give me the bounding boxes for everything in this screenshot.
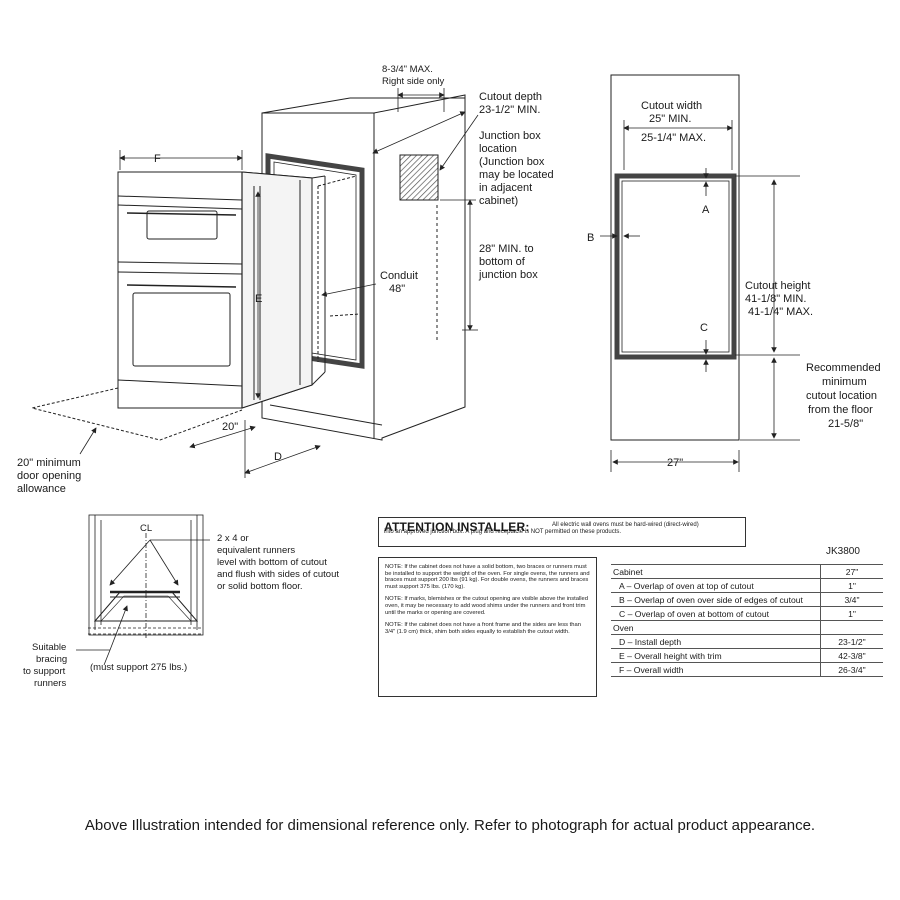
- model-number: JK3800: [826, 546, 860, 557]
- bracing-line-4: runners: [34, 678, 66, 689]
- recommended-line-3: cutout location: [806, 390, 877, 402]
- spec-value: 26-3/4": [820, 662, 883, 677]
- spec-value: 1": [820, 578, 883, 593]
- min-28-line-2: bottom of: [479, 256, 526, 268]
- junction-box-line-3: (Junction box: [479, 156, 545, 168]
- recommended-line-4: from the floor: [808, 404, 873, 416]
- oven-cabinet-illustration: [31, 88, 479, 478]
- runners-line-4: and flush with sides of cutout: [217, 569, 339, 580]
- attention-installer-box: ATTENTION INSTALLER: All electric wall o…: [378, 517, 746, 547]
- cutout-depth-line-1: Cutout depth: [479, 91, 542, 103]
- spec-label: C – Overlap of oven at bottom of cutout: [611, 606, 821, 621]
- spec-value: 3/4": [820, 592, 883, 607]
- recommended-line-2: minimum: [822, 376, 867, 388]
- spec-label: F – Overall width: [611, 662, 821, 677]
- note-marks-blemishes: NOTE: If marks, blemishes or the cutout …: [385, 596, 588, 616]
- spec-row: Oven: [611, 620, 883, 635]
- spec-value: 42-3/8": [820, 648, 883, 663]
- note-solid-bottom: NOTE: If the cabinet does not have a sol…: [385, 564, 590, 590]
- spec-label: D – Install depth: [611, 634, 821, 649]
- cutout-width-line-3: 25-1/4" MAX.: [641, 132, 706, 144]
- cutout-frame: [614, 173, 737, 360]
- junction-box: [399, 154, 439, 201]
- bracing-line-1: Suitable: [32, 642, 66, 653]
- spec-label: Cabinet: [611, 564, 821, 579]
- overlap-a-label: A: [702, 204, 710, 216]
- recommended-line-5: 21-5/8": [828, 418, 863, 430]
- cabinet-width-label: 27": [667, 457, 683, 469]
- runners-line-3: level with bottom of cutout: [217, 557, 327, 568]
- runners-line-1: 2 x 4 or: [217, 533, 249, 544]
- runners-line-5: or solid bottom floor.: [217, 581, 303, 592]
- right-side-line-2: Right side only: [382, 76, 445, 87]
- spec-label: B – Overlap of oven over side of edges o…: [611, 592, 821, 607]
- oven-diagram-labels: F E D 20" 20" minimum door opening allow…: [17, 64, 554, 495]
- cutout-depth-line-2: 23-1/2" MIN.: [479, 104, 540, 116]
- centerline-label: CL: [140, 523, 152, 534]
- spec-value: 27": [820, 564, 883, 579]
- recommended-line-1: Recommended: [806, 362, 881, 374]
- note-front-frame: NOTE: If the cabinet does not have a fro…: [385, 622, 581, 635]
- cutout-labels: Cutout width 25" MIN. 25-1/4" MAX. A B C…: [587, 100, 881, 469]
- overlap-b-label: B: [587, 232, 594, 244]
- min-28-line-1: 28" MIN. to: [479, 243, 534, 255]
- door-allowance-line-2: door opening: [17, 470, 81, 482]
- oven-body: [117, 171, 326, 409]
- junction-box-line-4: may be located: [479, 169, 554, 181]
- door-allowance-line-1: 20" minimum: [17, 457, 81, 469]
- spec-label: E – Overall height with trim: [611, 648, 821, 663]
- installation-notes: NOTE: If the cabinet does not have a sol…: [378, 557, 597, 697]
- attention-text-2: into an approved junction box. A plug an…: [384, 529, 622, 535]
- support-weight-label: (must support 275 lbs.): [90, 662, 187, 673]
- attention-text: All electric wall ovens must be hard-wir…: [384, 522, 742, 536]
- spec-row: B – Overlap of oven over side of edges o…: [611, 592, 883, 607]
- min-28-line-3: junction box: [478, 269, 538, 281]
- spec-value: 1": [820, 606, 883, 621]
- spec-label: A – Overlap of oven at top of cutout: [611, 578, 821, 593]
- dim-d-label: D: [274, 451, 282, 463]
- attention-title: ATTENTION INSTALLER:: [384, 520, 530, 534]
- junction-box-line-5: in adjacent: [479, 182, 532, 194]
- cutout-height-line-3: 41-1/4" MAX.: [748, 306, 813, 318]
- conduit-line-2: 48": [389, 283, 405, 295]
- cutout-width-line-1: Cutout width: [641, 100, 702, 112]
- cutout-height-line-2: 41-1/8" MIN.: [745, 293, 806, 305]
- junction-box-line-1: Junction box: [479, 130, 541, 142]
- spec-value: 23-1/2": [820, 634, 883, 649]
- dim-e-label: E: [255, 293, 262, 305]
- runner-labels: CL 2 x 4 or equivalent runners level wit…: [23, 523, 339, 689]
- cutout-front-view: [600, 74, 800, 472]
- door-allowance-line-3: allowance: [17, 483, 66, 495]
- spec-value: [820, 620, 883, 635]
- overlap-c-label: C: [700, 322, 708, 334]
- depth-20-label: 20": [222, 421, 238, 433]
- cabinet-face: [610, 74, 740, 441]
- junction-box-line-2: location: [479, 143, 517, 155]
- junction-box-line-6: cabinet): [479, 195, 518, 207]
- cutout-width-line-2: 25" MIN.: [649, 113, 691, 125]
- cutout-height-line-1: Cutout height: [745, 280, 810, 292]
- footer-disclaimer: Above Illustration intended for dimensio…: [84, 817, 816, 834]
- right-side-line-1: 8-3/4" MAX.: [382, 64, 433, 75]
- dimension-lines: [79, 88, 479, 478]
- runner-diagram: [76, 514, 210, 666]
- attention-text-1: All electric wall ovens must be hard-wir…: [552, 522, 699, 528]
- runners-line-2: equivalent runners: [217, 545, 295, 556]
- dim-f-label: F: [154, 153, 161, 165]
- spec-label: Oven: [611, 620, 821, 635]
- conduit-line-1: Conduit: [380, 270, 418, 282]
- bracing-line-3: to support: [23, 666, 66, 677]
- bracing-line-2: bracing: [36, 654, 67, 665]
